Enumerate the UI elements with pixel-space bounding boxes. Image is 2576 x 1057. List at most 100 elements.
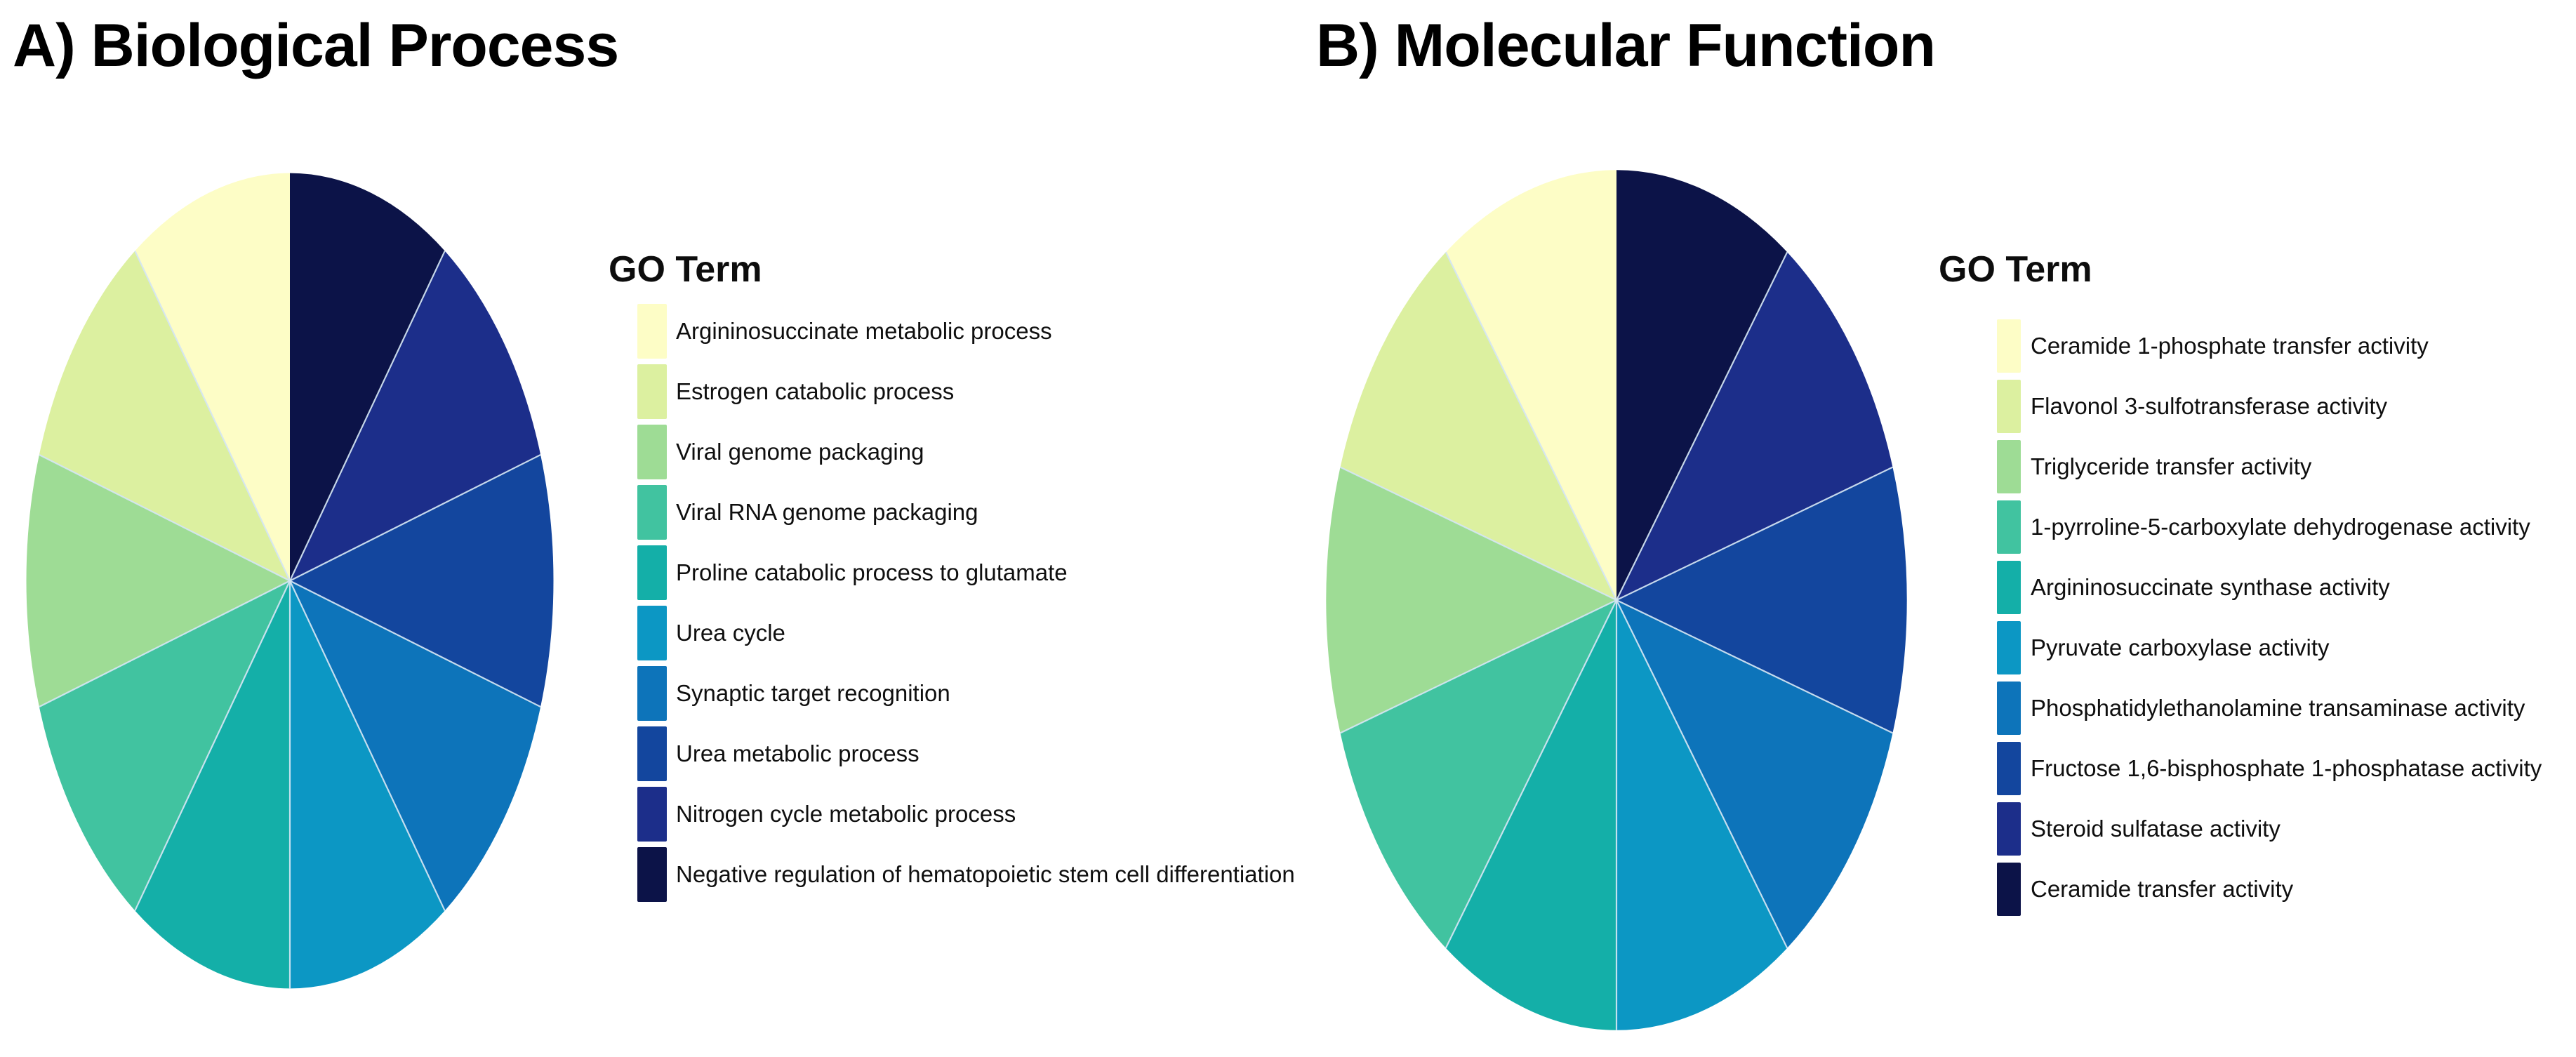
legend-label: Nitrogen cycle metabolic process [676,801,1016,827]
slice-separator [1341,467,1616,600]
slice-separator [1341,600,1616,733]
pie-slice [1340,600,1616,948]
pie-slice [1616,600,1893,948]
legend-swatch [637,787,667,842]
legend-swatch [1997,500,2021,554]
legend-label: 1-pyrroline-5-carboxylate dehydrogenase … [2031,514,2530,540]
pie-slice [290,251,541,581]
slice-separator [1616,600,1892,733]
pie-slice [135,580,290,989]
legend-item: 1-pyrroline-5-carboxylate dehydrogenase … [1997,497,2542,557]
pie-slice [135,173,290,581]
legend-swatch [637,425,667,479]
slice-separator [135,581,290,911]
legend-item: Urea cycle [637,603,1295,663]
legend-label: Flavonol 3-sulfotransferase activity [2031,393,2388,419]
slice-separator [1616,600,1787,948]
pie-slice [1616,600,1788,1030]
legend-item: Ceramide 1-phosphate transfer activity [1997,316,2542,376]
panel-b-title: B) Molecular Function [1316,12,1936,79]
legend-item: Pyruvate carboxylase activity [1997,618,2542,678]
legend-swatch [1997,621,2021,674]
legend-label: Pyruvate carboxylase activity [2031,634,2330,660]
legend-item: Fructose 1,6-bisphosphate 1-phosphatase … [1997,738,2542,799]
legend-label: Negative regulation of hematopoietic ste… [676,861,1295,887]
legend-item: Argininosuccinate metabolic process [637,301,1295,361]
legend-label: Estrogen catabolic process [676,378,955,404]
legend-label: Urea metabolic process [676,740,919,766]
pie-slice [1616,170,1788,600]
legend-swatch [637,545,667,600]
legend-item: Steroid sulfatase activity [1997,799,2542,859]
legend-label: Fructose 1,6-bisphosphate 1-phosphatase … [2031,755,2542,781]
legend-item: Proline catabolic process to glutamate [637,543,1295,603]
slice-separator [1616,467,1892,600]
legend-label: Argininosuccinate synthase activity [2031,574,2390,600]
legend-item: Viral genome packaging [637,422,1295,482]
pie-slice [1445,170,1616,600]
legend-swatch [1997,380,2021,433]
pie-slice [39,580,291,911]
slice-separator [290,581,540,707]
legend-item: Triglyceride transfer activity [1997,437,2542,497]
legend-swatch [1997,742,2021,795]
legend-label: Triglyceride transfer activity [2031,453,2312,479]
legend-label: Steroid sulfatase activity [2031,816,2280,842]
legend-item: Nitrogen cycle metabolic process [637,784,1295,844]
legend-label: Ceramide transfer activity [2031,876,2294,902]
pie-slice [290,454,554,707]
legend-swatch [1997,802,2021,856]
pie-chart-molecular-function [1320,161,1913,1039]
legend-item: Ceramide transfer activity [1997,859,2542,919]
legend-item: Urea metabolic process [637,724,1295,784]
slice-separator [1446,600,1616,948]
pie-slice [39,251,291,581]
legend-swatch [1997,440,2021,493]
legend-label: Viral genome packaging [676,439,924,465]
legend-label: Phosphatidylethanolamine transaminase ac… [2031,695,2525,721]
legend-swatch [637,304,667,359]
legend-item: Viral RNA genome packaging [637,482,1295,543]
slice-separator [135,251,290,581]
slice-separator [290,251,445,581]
pie-slice [290,580,541,911]
pie-slice [26,454,291,707]
slice-separator [39,581,290,707]
legend-swatch [637,606,667,660]
legend-label: Urea cycle [676,620,785,646]
legend-swatch [1997,863,2021,916]
legend-label: Argininosuccinate metabolic process [676,318,1052,344]
legend-swatch [1997,319,2021,373]
legend-label: Ceramide 1-phosphate transfer activity [2031,333,2429,359]
slice-separator [39,455,290,581]
pie-slice [290,173,445,581]
legend-label: Proline catabolic process to glutamate [676,559,1068,585]
legend-swatch [1997,682,2021,735]
legend-a-title: GO Term [609,249,762,290]
legend-item: Phosphatidylethanolamine transaminase ac… [1997,678,2542,738]
slice-separator [1616,252,1787,600]
slice-separator [1446,252,1616,600]
legend-item: Negative regulation of hematopoietic ste… [637,844,1295,905]
legend-item: Synaptic target recognition [637,663,1295,724]
legend-b-title: GO Term [1939,249,2092,290]
pie-slice [1616,252,1893,600]
legend-swatch [637,726,667,781]
legend-swatch [637,847,667,902]
legend-item: Argininosuccinate synthase activity [1997,557,2542,618]
legend-swatch [637,666,667,721]
pie-chart-biological-process [21,165,559,997]
slice-separator [290,455,540,581]
pie-slice [290,580,445,989]
legend-swatch [637,364,667,419]
legend-item: Flavonol 3-sulfotransferase activity [1997,376,2542,437]
legend-label: Viral RNA genome packaging [676,499,978,525]
pie-slice [1326,467,1616,733]
pie-slice [1616,467,1907,733]
legend-item: Estrogen catabolic process [637,361,1295,422]
legend-swatch [1997,561,2021,614]
panel-a-title: A) Biological Process [13,12,619,79]
